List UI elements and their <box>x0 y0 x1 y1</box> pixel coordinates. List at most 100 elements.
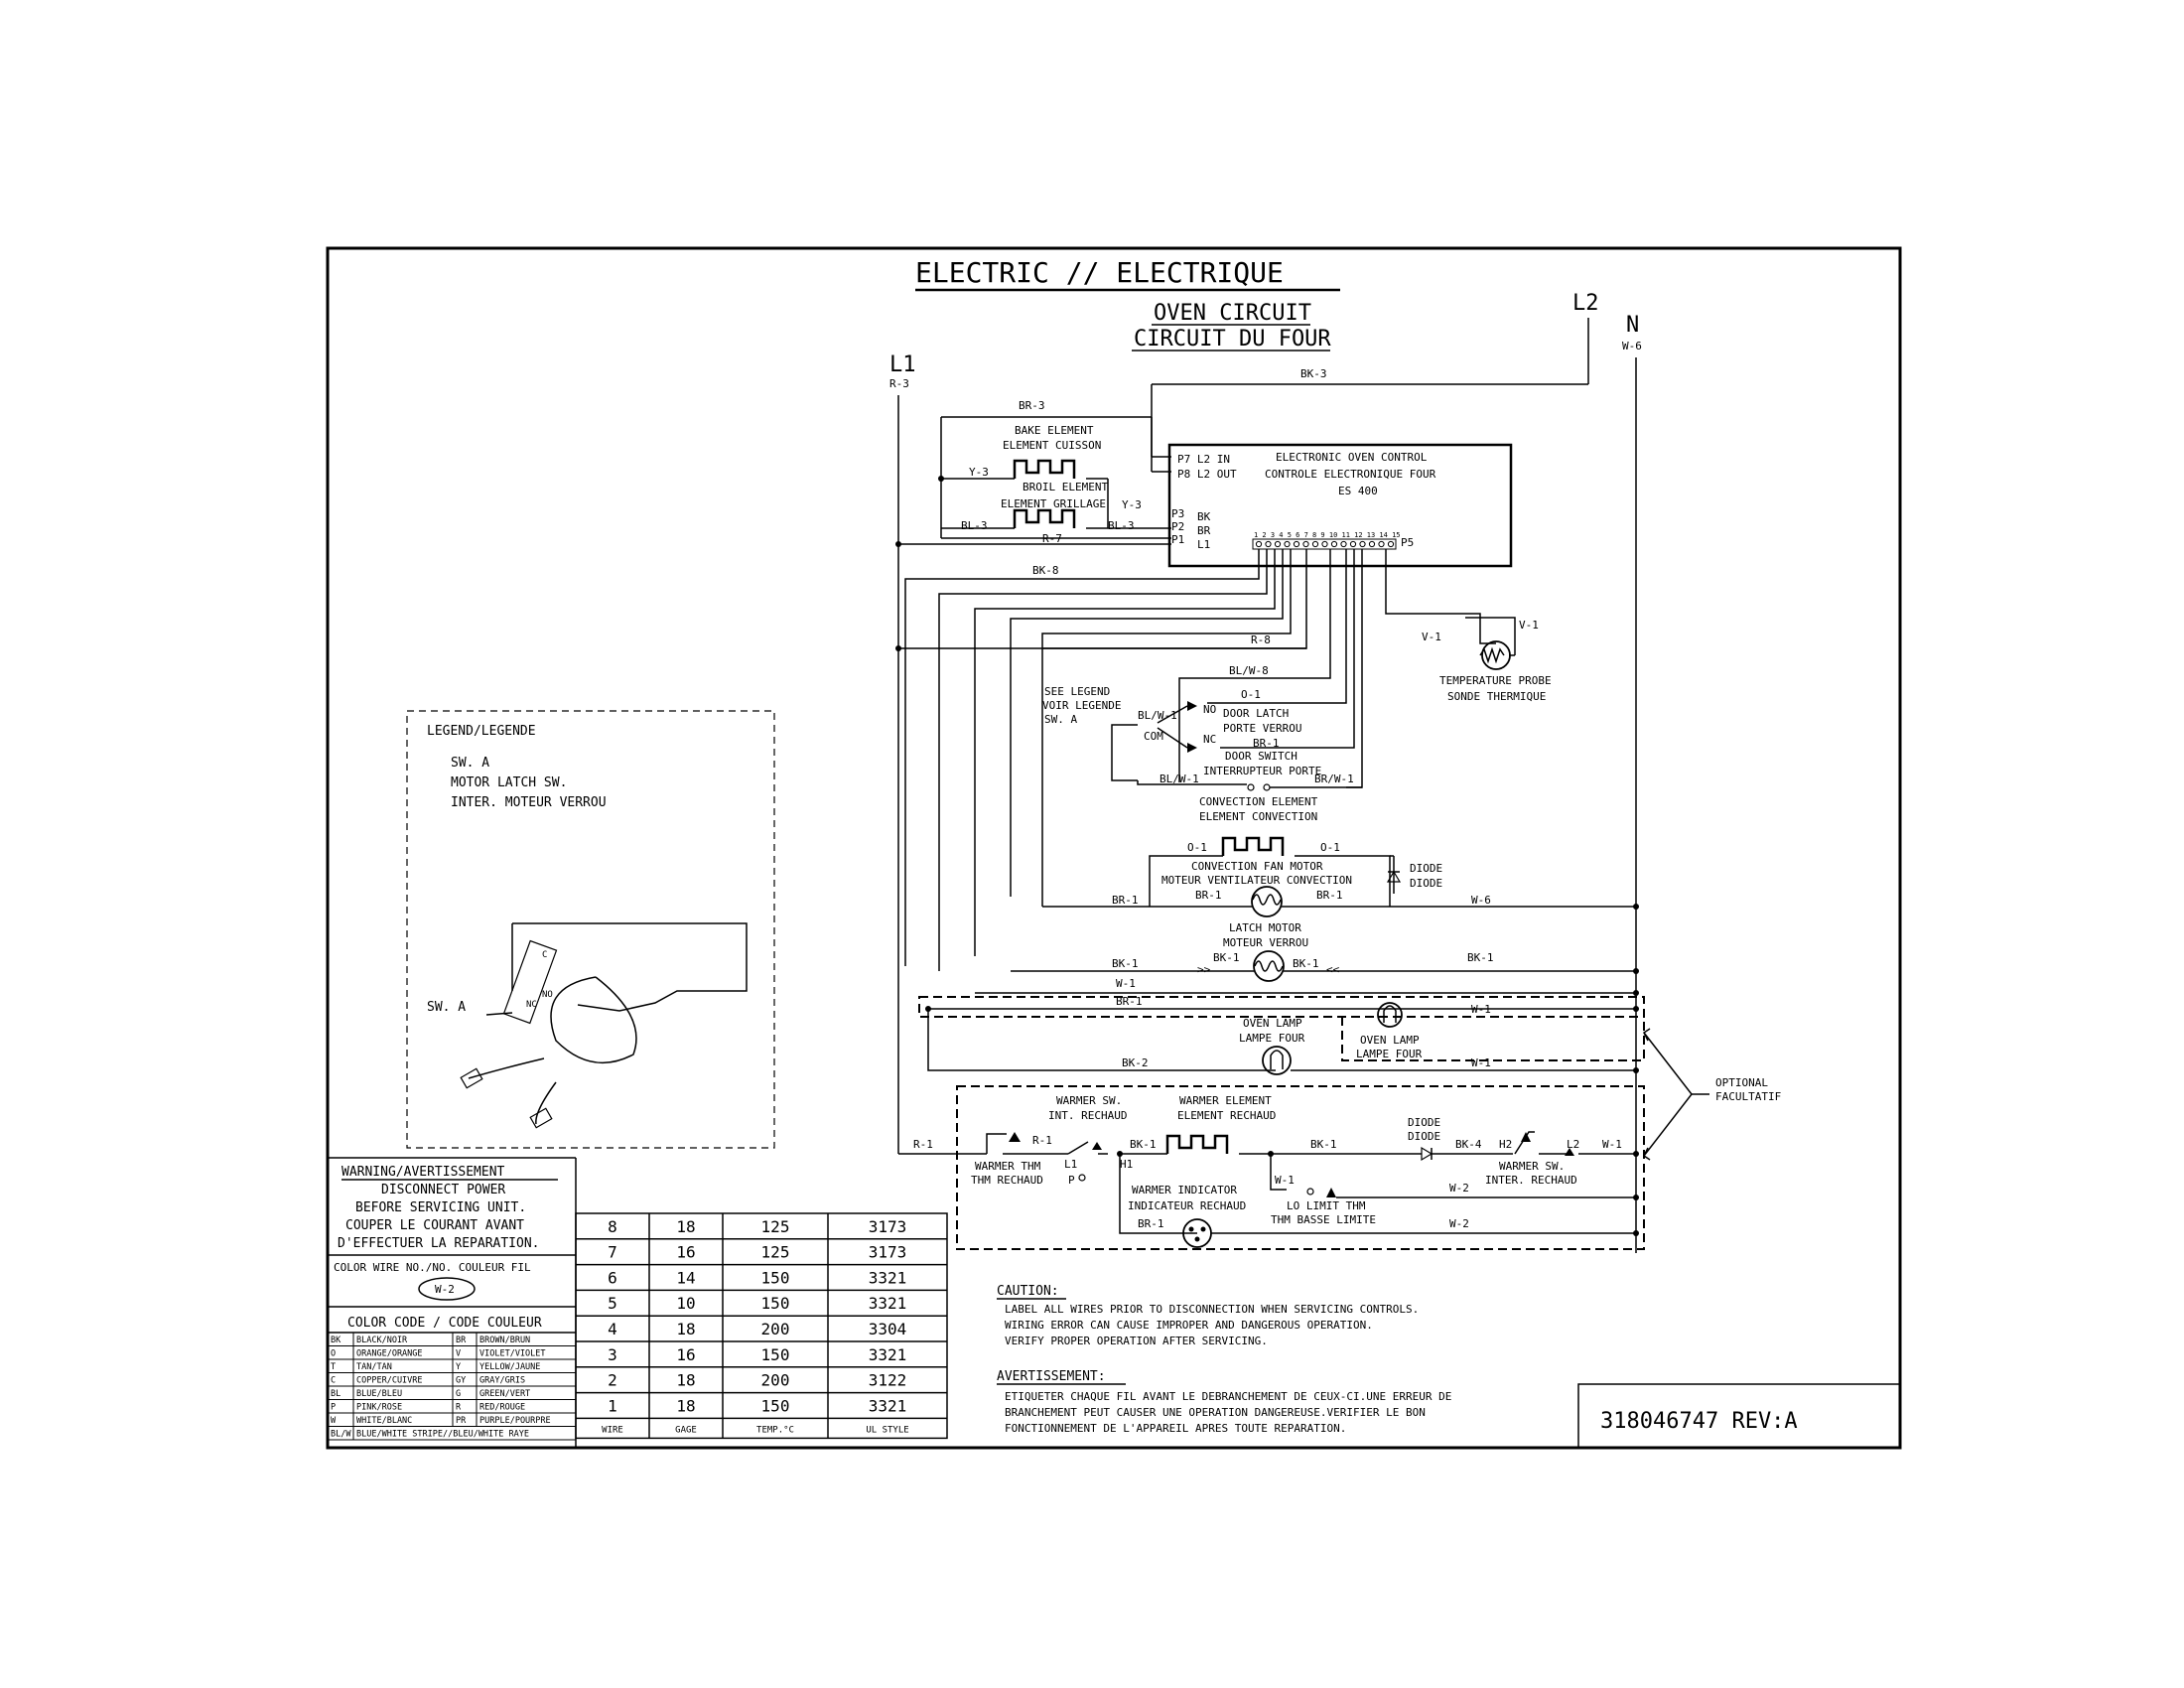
wire-blw1a: BL/W-1 <box>1138 709 1177 722</box>
wire-w1c: W-1 <box>1471 1056 1491 1069</box>
convection-fan-motor <box>1251 886 1283 917</box>
wire-com: COM <box>1144 730 1163 743</box>
warmer-sw-contact <box>1092 1142 1102 1150</box>
wire-h1: H1 <box>1120 1158 1133 1171</box>
door-latch-label-1: PORTE VERROU <box>1223 722 1301 735</box>
wire-o1: O-1 <box>1241 688 1261 701</box>
pin-br: BR <box>1197 524 1211 537</box>
color-code-cell: PURPLE/POURPRE <box>479 1416 551 1426</box>
wire-table-cell: 3321 <box>869 1294 907 1313</box>
color-code-cell: RED/ROUGE <box>479 1403 525 1413</box>
color-code-title: COLOR CODE / CODE COULEUR <box>347 1316 542 1331</box>
wire-table-cell: 7 <box>608 1243 617 1262</box>
color-code-cell: TAN/TAN <box>356 1362 392 1372</box>
wire-table-header: UL STYLE <box>866 1425 908 1435</box>
warmer-sw-label-0: WARMER SW. <box>1056 1094 1122 1107</box>
wire-table-cell: 3122 <box>869 1371 907 1390</box>
bake-element <box>1013 459 1076 479</box>
wire-w2b: W-2 <box>1449 1217 1469 1230</box>
color-code-cell: ORANGE/ORANGE <box>356 1349 423 1359</box>
color-code-cell: R <box>456 1403 462 1413</box>
wire-bk1e: BK-1 <box>1130 1138 1157 1151</box>
bake-element-label-1: ELEMENT CUISSON <box>1003 439 1101 452</box>
wire-w1d: W-1 <box>1602 1138 1622 1151</box>
wire-table-cell: 18 <box>676 1320 695 1338</box>
wire-l1: L1 <box>1064 1158 1077 1171</box>
control-title-1: CONTROLE ELECTRONIQUE FOUR <box>1265 468 1436 481</box>
legend-line-0: SW. A <box>451 756 489 771</box>
diode2-label-1: DIODE <box>1408 1130 1440 1143</box>
wire-table-header: WIRE <box>602 1425 623 1435</box>
wire-table-cell: 150 <box>761 1396 790 1415</box>
wire-table-cell: 3173 <box>869 1217 907 1236</box>
p5-pin <box>1284 540 1291 548</box>
electronic-oven-control <box>1167 443 1513 568</box>
oven-lamp-1 <box>1262 1046 1292 1075</box>
warning-line-1: BEFORE SERVICING UNIT. <box>355 1200 526 1215</box>
wire-table-cell: 3321 <box>869 1268 907 1287</box>
wire-table-header: TEMP.°C <box>756 1425 794 1435</box>
color-code-cell: GY <box>456 1376 466 1386</box>
caution-line-2: VERIFY PROPER OPERATION AFTER SERVICING. <box>1005 1335 1268 1347</box>
wire-w6: W-6 <box>1471 894 1491 907</box>
see-legend-0: SEE LEGEND <box>1044 685 1110 698</box>
terminal-l2: L2 <box>1572 291 1599 316</box>
wire-w1e: W-1 <box>1275 1174 1295 1187</box>
legend-no: NO <box>542 990 553 1000</box>
wire-table-cell: 16 <box>676 1243 695 1262</box>
wire-o1c: O-1 <box>1320 841 1340 854</box>
probe-label-1: SONDE THERMIQUE <box>1447 690 1546 703</box>
color-code-cell: PINK/ROSE <box>356 1403 402 1413</box>
color-code-cell: V <box>456 1349 461 1359</box>
door-latch-no-contact <box>1187 701 1197 711</box>
p5-pin <box>1378 540 1385 548</box>
latch-motor <box>1253 950 1285 982</box>
diode2-label-0: DIODE <box>1408 1116 1440 1129</box>
diode-label-1: DIODE <box>1410 877 1442 890</box>
wire-table-header: GAGE <box>675 1425 697 1435</box>
diode <box>1386 856 1402 894</box>
legend-sw-label: SW. A <box>427 1000 466 1015</box>
door-latch-label-0: DOOR LATCH <box>1223 707 1289 720</box>
wire-blw1b: BL/W-1 <box>1160 773 1199 785</box>
p5-pin <box>1340 540 1347 548</box>
caution-title: CAUTION: <box>997 1284 1059 1299</box>
wire-table-cell: 18 <box>676 1396 695 1415</box>
warmer-circuit-box <box>956 1085 1645 1250</box>
p5-pin <box>1274 540 1282 548</box>
wire-r7: R-7 <box>1042 532 1062 545</box>
wire-bl3a: BL-3 <box>961 519 988 532</box>
wire-y3a: Y-3 <box>969 466 989 479</box>
p5-numbers: 1 2 3 4 5 6 7 8 9 10 11 12 13 14 15 <box>1254 531 1401 539</box>
wire-table-cell: 8 <box>608 1217 617 1236</box>
wire-bk1f: BK-1 <box>1310 1138 1337 1151</box>
wire-v1a: V-1 <box>1422 631 1441 643</box>
wire-v1b: V-1 <box>1519 619 1539 632</box>
wire-bk1d: BK-1 <box>1467 951 1494 964</box>
p5-pin <box>1321 540 1328 548</box>
legend-nc: NC <box>526 1000 537 1010</box>
wire-table-frame <box>575 1212 948 1440</box>
pin-p5: P5 <box>1401 536 1414 549</box>
terminal-l1: L1 <box>889 352 916 377</box>
wire-w2a: W-2 <box>1449 1182 1469 1195</box>
convection-element-label-0: CONVECTION ELEMENT <box>1199 795 1318 808</box>
wire-bk1a: BK-1 <box>1112 957 1139 970</box>
wire-o1b: O-1 <box>1187 841 1207 854</box>
wire-l2: L2 <box>1567 1138 1579 1151</box>
wire-table-cell: 3173 <box>869 1243 907 1262</box>
color-code-cell: BLACK/NOIR <box>356 1336 408 1345</box>
probe-label-0: TEMPERATURE PROBE <box>1439 674 1552 687</box>
p5-pin <box>1359 540 1366 548</box>
warmer-indicator-label-0: WARMER INDICATOR <box>1132 1184 1237 1196</box>
warmer-indicator-label-1: INDICATEUR RECHAUD <box>1128 1199 1246 1212</box>
wire-p: P <box>1068 1174 1075 1187</box>
color-code-cell: BR <box>456 1336 467 1345</box>
convection-fan-label-1: MOTEUR VENTILATEUR CONVECTION <box>1161 874 1352 887</box>
oven-lamp-2 <box>1377 1002 1403 1028</box>
warning-line-3: D'EFFECTUER LA REPARATION. <box>338 1236 540 1251</box>
wire-table-cell: 200 <box>761 1371 790 1390</box>
wire-table-cell: 18 <box>676 1217 695 1236</box>
lo-limit-contact <box>1326 1188 1336 1197</box>
